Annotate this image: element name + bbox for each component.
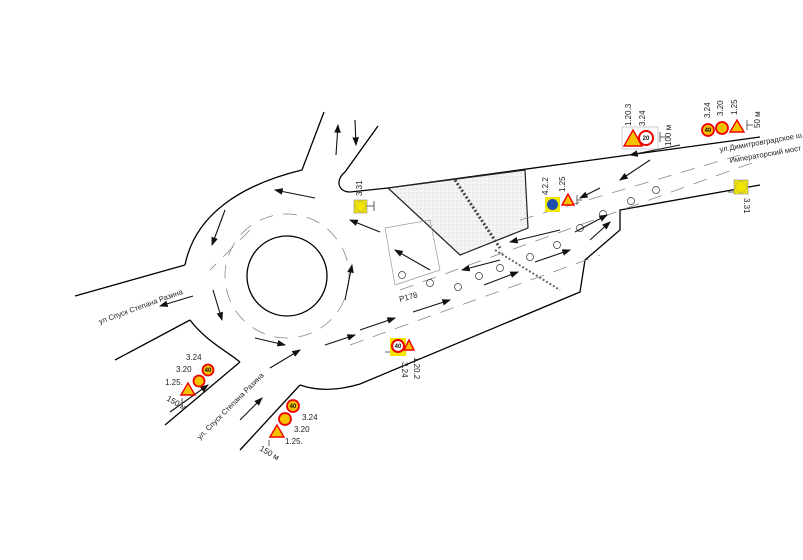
label-p178: Р178 [398, 290, 419, 304]
sign-group-bottom: 40 3.24 3.20 1.25. 150 м [258, 399, 318, 462]
end-restrictions-sign-icon [735, 181, 747, 193]
speed-limit-sign-icon [391, 339, 405, 353]
ring-edge-sw [189, 319, 241, 363]
sign-code: 1.25 [730, 99, 739, 115]
sw-road-east-edge [239, 384, 301, 451]
speed-limit-sign-icon [201, 363, 215, 377]
sign-code: 3.31 [355, 180, 364, 196]
ring-edge-nw [184, 111, 325, 266]
sign-code: 3.20 [176, 365, 192, 374]
roundabout [184, 111, 389, 391]
speed-limit-sign-icon [286, 399, 300, 413]
sign-distance: 150 м [165, 394, 188, 412]
road-works-sign-icon [268, 423, 286, 438]
road-name-left: ул Спуск Степана Разина [98, 287, 185, 326]
sign-code: 3.24 [703, 102, 712, 118]
island-dotted-area [386, 169, 529, 256]
road-works-sign-icon [560, 192, 576, 206]
speed-limit-value: 40 [290, 404, 297, 410]
sign-end-restrictions-right: 3.31 [728, 179, 751, 214]
no-overtaking-sign-icon [715, 121, 729, 135]
speed-limit-value: 20 [643, 136, 650, 142]
sign-code: 3.20 [716, 100, 725, 116]
sign-code: 3.24 [400, 362, 409, 378]
speed-limit-sign-icon [701, 123, 715, 137]
speed-limit-value: 40 [705, 128, 712, 134]
sign-code: 1.25. [165, 378, 183, 387]
sign-distance: 100 м [664, 125, 673, 146]
road-works-sign-icon [728, 118, 746, 133]
sign-group-top-left: 20 1.20.3 3.24 100 м [621, 103, 673, 150]
pedestrian-crossing-bottom [494, 249, 561, 291]
ring-edge-ne [338, 125, 389, 193]
warning-triangle-icon [622, 128, 644, 147]
sign-code: 1.20.3 [624, 103, 633, 126]
no-overtaking-sign-icon [278, 412, 292, 426]
sign-group-left-bottom: 40 3.24 3.20 1.25. 150 м [165, 353, 215, 412]
traffic-arrows [158, 119, 681, 421]
sign-code: 3.24 [186, 353, 202, 362]
sign-code: 3.24 [638, 110, 647, 126]
sign-code: 1.25. [285, 437, 303, 446]
sign-code: 3.20 [294, 425, 310, 434]
road-works-sign-icon [179, 381, 197, 396]
ring-edge-s [299, 383, 361, 391]
sign-group-center-right: 4.2.2 1.25 [541, 176, 582, 212]
left-road-south-edge [114, 319, 191, 361]
refuge-outline [384, 219, 441, 286]
speed-limit-sign-icon [638, 130, 654, 146]
sign-group-top-right: 40 3.24 3.20 1.25 50 м [701, 99, 762, 137]
sign-distance: 50 м [753, 111, 762, 128]
sign-code: 4.2.2 [541, 177, 550, 195]
keep-right-sign-icon [547, 199, 558, 210]
end-restrictions-sign-icon [355, 201, 366, 212]
pedestrian-crossing-top [453, 179, 502, 249]
warning-triangle-icon [402, 338, 416, 351]
ring-lane-divider [224, 213, 350, 339]
main-road-south-edge [359, 184, 761, 385]
sw-road-west-edge [164, 361, 241, 426]
sign-code: 1.20.2 [412, 357, 421, 380]
sign-distance: 150 м [258, 444, 281, 462]
speed-limit-value: 40 [395, 344, 402, 350]
road-name-bottom: ул. Спуск Степана Разина [195, 370, 266, 441]
traffic-island [384, 169, 561, 291]
delineators [398, 186, 660, 291]
sign-end-restrictions-left: 3.31 [353, 180, 375, 214]
sign-code: 1.25 [558, 176, 567, 192]
no-overtaking-sign-icon [192, 374, 206, 388]
speed-limit-value: 40 [205, 368, 212, 374]
left-road-north-edge [74, 264, 186, 297]
central-island [246, 235, 328, 317]
sign-code: 3.31 [742, 198, 751, 214]
sign-code: 3.24 [302, 413, 318, 422]
road-names: ул.Димитровградское ш. Императорский мос… [98, 130, 803, 441]
sign-group-middle-bottom: 40 3.24 1.20.2 [385, 338, 421, 380]
lane-markings [209, 154, 761, 346]
